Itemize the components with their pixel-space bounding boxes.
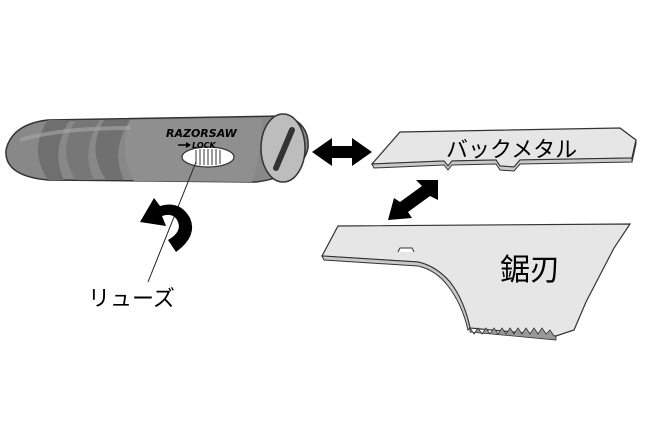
back-metal-label: バックメタル [446,138,577,163]
horizontal-double-arrow-icon [312,138,372,166]
end-cap-slot [273,127,295,171]
back-metal-plate [370,127,637,172]
blade-label: 鋸刃 [500,253,560,288]
saw-teeth [469,326,557,341]
rotation-arrow-icon [140,198,193,252]
brand-label: RAZORSAW [166,127,238,140]
screw-leader-line [147,161,197,283]
saw-blade [321,223,632,341]
lock-label: LOCK [192,141,216,150]
screw-label: リューズ [88,287,175,312]
vertical-double-arrow-icon [388,180,438,220]
lock-screw-knurl [195,149,221,165]
saw-handle: RAZORSAW LOCK [5,113,309,183]
